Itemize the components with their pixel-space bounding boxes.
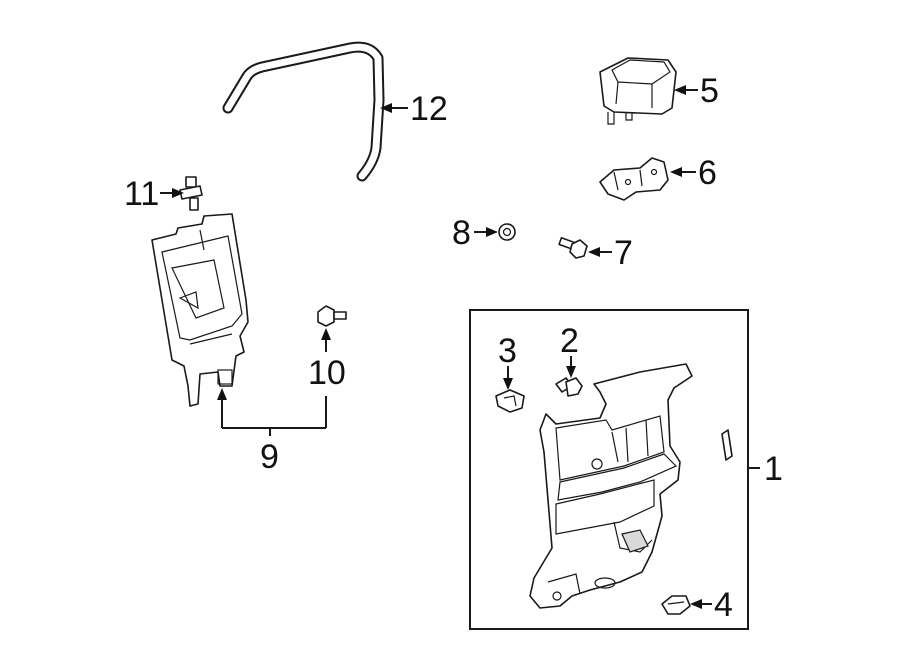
callout-2-label: 2 xyxy=(560,322,579,360)
callout-8: 8 xyxy=(452,214,498,252)
callout-2: 2 xyxy=(560,322,579,378)
callout-6: 6 xyxy=(670,154,717,192)
callout-5: 5 xyxy=(674,72,719,110)
part-10-bolt xyxy=(317,305,347,327)
callout-1-label: 1 xyxy=(764,450,783,488)
assembly-1-frame xyxy=(469,309,749,630)
part-5-storage-bin xyxy=(599,57,677,125)
callout-11-label: 11 xyxy=(124,175,159,213)
part-11-clip xyxy=(179,176,203,211)
part-1-trim-panel xyxy=(529,363,693,609)
callout-3: 3 xyxy=(498,332,517,390)
callout-7-label: 7 xyxy=(614,234,633,272)
part-2-push-pin xyxy=(555,377,583,397)
callout-1: 1 xyxy=(748,450,783,488)
part-12-weatherstrip xyxy=(222,41,385,182)
part-7-bolt xyxy=(558,236,588,259)
part-4-cover xyxy=(661,595,691,615)
callout-11: 11 xyxy=(124,175,184,213)
callout-4-label: 4 xyxy=(714,586,733,624)
callout-7: 7 xyxy=(588,234,633,272)
panel-tab xyxy=(721,429,733,461)
callout-3-label: 3 xyxy=(498,332,517,370)
part-3-clip xyxy=(495,389,525,413)
callout-5-label: 5 xyxy=(700,72,719,110)
callout-12: 12 xyxy=(380,90,448,128)
part-8-nut xyxy=(498,223,516,241)
part-9-pillar-trim xyxy=(151,213,249,407)
callout-4: 4 xyxy=(690,586,733,624)
callout-9: 9 xyxy=(217,388,327,476)
callout-9-label: 9 xyxy=(260,438,279,476)
callout-10-label: 10 xyxy=(308,354,346,392)
part-6-bracket xyxy=(599,157,669,201)
callout-10: 10 xyxy=(308,328,346,392)
callout-12-label: 12 xyxy=(410,90,448,128)
callout-8-label: 8 xyxy=(452,214,471,252)
callout-6-label: 6 xyxy=(698,154,717,192)
